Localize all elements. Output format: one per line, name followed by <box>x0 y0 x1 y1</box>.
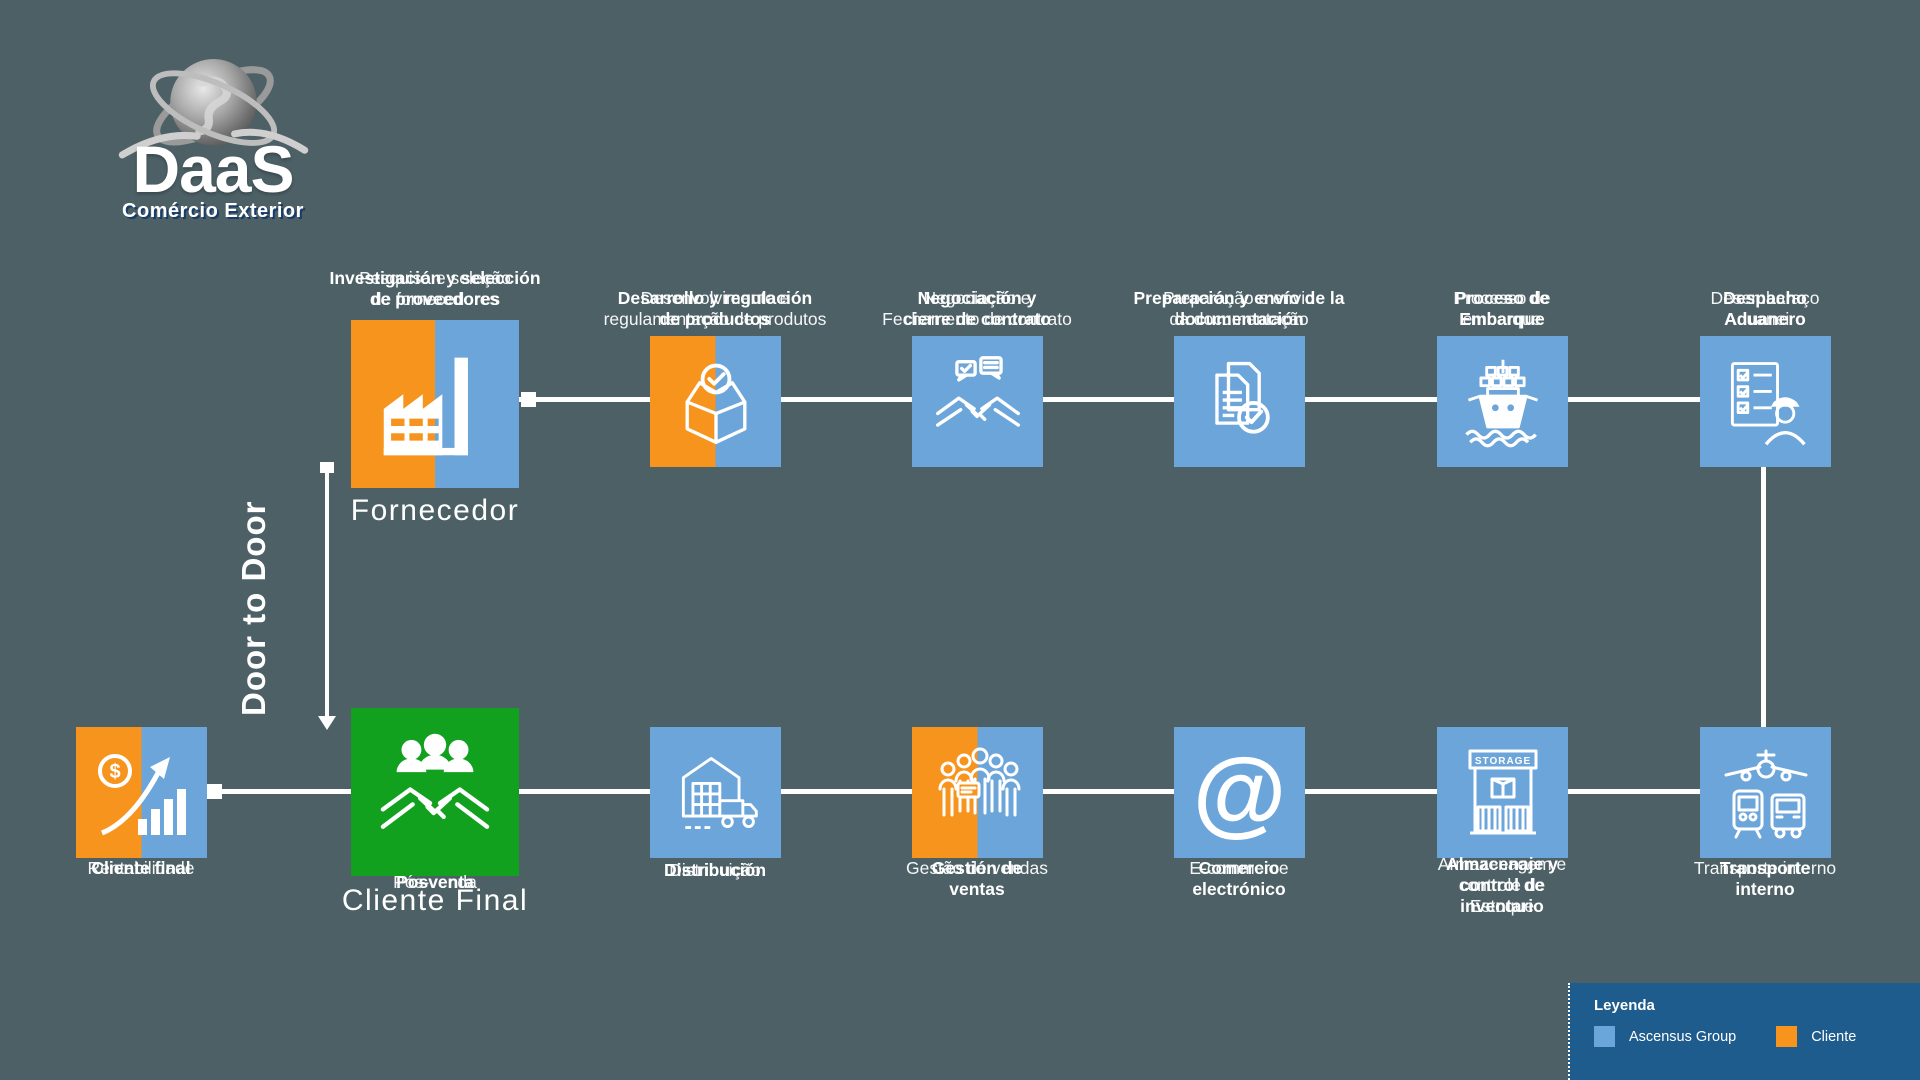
step-square-sales <box>912 727 1043 858</box>
step-label-almacenaje: Armazenagem e controle de Estoque Almace… <box>1437 854 1567 916</box>
cargo-ship-icon <box>1464 359 1538 447</box>
legend-label-ascensus: Ascensus Group <box>1629 1028 1737 1045</box>
step-label-embarque: Processo de embarque Proceso de Embarque <box>1453 288 1551 329</box>
legend-title: Leyenda <box>1594 997 1655 1014</box>
globe-icon <box>118 59 308 159</box>
door-to-door-label: Door to Door <box>235 500 272 716</box>
legend-panel: Leyenda Ascensus Group Cliente <box>1568 983 1920 1080</box>
step-label-transporte: Transporte interno Transporte interno <box>1693 858 1837 899</box>
storage-building-icon: STORAGE <box>1468 749 1537 834</box>
top-row-connector-line <box>519 397 1700 402</box>
step-label-ecommerce: E-commerce Comercio electrónico <box>1189 858 1289 899</box>
step-square-transport <box>1700 727 1831 858</box>
legend-item-cliente: Cliente <box>1776 1026 1856 1047</box>
top-row-connector-cap <box>521 392 536 407</box>
step-label-posventa: Pós-venda Posventa <box>393 872 477 892</box>
step-square-storage: STORAGE <box>1437 727 1568 858</box>
box-check-icon <box>685 363 746 444</box>
step-square-distribution <box>650 727 781 858</box>
step-label-gestion-ventas: Gestão de vendas Gestión de ventas <box>905 858 1049 899</box>
bottom-row-connector-cap <box>207 784 222 799</box>
step-square-customs <box>1700 336 1831 467</box>
step-square-ship <box>1437 336 1568 467</box>
step-square-profitability: $ <box>76 727 207 858</box>
customs-checklist-icon <box>1730 361 1806 445</box>
legend-swatch-orange <box>1776 1026 1798 1047</box>
step-square-factory <box>351 320 519 488</box>
step-label-proveedores: Pesquisa e seleção de fornecedores Inves… <box>329 268 541 309</box>
legend-item-ascensus: Ascensus Group <box>1594 1026 1736 1047</box>
sales-team-icon <box>938 747 1020 816</box>
transport-icon <box>1724 749 1807 838</box>
step-label-cliente-final-rentabilidad: Rentabilidade Cliente final <box>87 858 195 878</box>
cliente-final-title: Cliente Final <box>341 884 529 917</box>
warehouse-truck-icon <box>681 756 758 829</box>
step-label-aduanero: Desembaraço Aduaneiro Despacho Aduanero <box>1710 288 1820 329</box>
factory-icon <box>383 357 468 456</box>
logo-title: DaaS <box>132 132 294 206</box>
step-label-documentacion: Preparação e envio da documentação Prepa… <box>1133 288 1345 329</box>
door-to-door-arrowhead <box>318 716 336 730</box>
logo: DaaS Comércio Exterior <box>88 38 338 223</box>
documents-check-icon <box>1214 361 1270 434</box>
coin-currency-symbol: $ <box>109 761 120 783</box>
step-square-documents <box>1174 336 1305 467</box>
step-square-ecommerce: @ <box>1174 727 1305 858</box>
legend-swatch-blue <box>1594 1026 1615 1047</box>
money-growth-icon: $ <box>97 753 186 835</box>
logo-subtitle: Comércio Exterior <box>122 200 304 222</box>
legend-label-cliente: Cliente <box>1811 1028 1857 1045</box>
step-label-negociacion: Negociação e Fechamento de contrato Nego… <box>882 288 1072 329</box>
handshake-chat-icon <box>935 355 1020 427</box>
right-side-connector-line <box>1761 440 1766 760</box>
people-handshake-icon <box>380 733 490 829</box>
step-label-desarrollo: Desenvolvimento e regulamentação de prod… <box>603 288 827 329</box>
step-square-product-box <box>650 336 781 467</box>
step-label-distribucion: Distribuição Distribución <box>663 860 767 880</box>
door-to-door-arrow-top-cap <box>320 462 334 473</box>
at-icon: @ <box>1192 738 1287 846</box>
door-to-door-arrow-line <box>325 468 329 718</box>
step-square-negotiation <box>912 336 1043 467</box>
storage-sign-text: STORAGE <box>1474 756 1530 767</box>
step-square-posventa <box>351 708 519 876</box>
fornecedor-title: Fornecedor <box>350 494 520 527</box>
